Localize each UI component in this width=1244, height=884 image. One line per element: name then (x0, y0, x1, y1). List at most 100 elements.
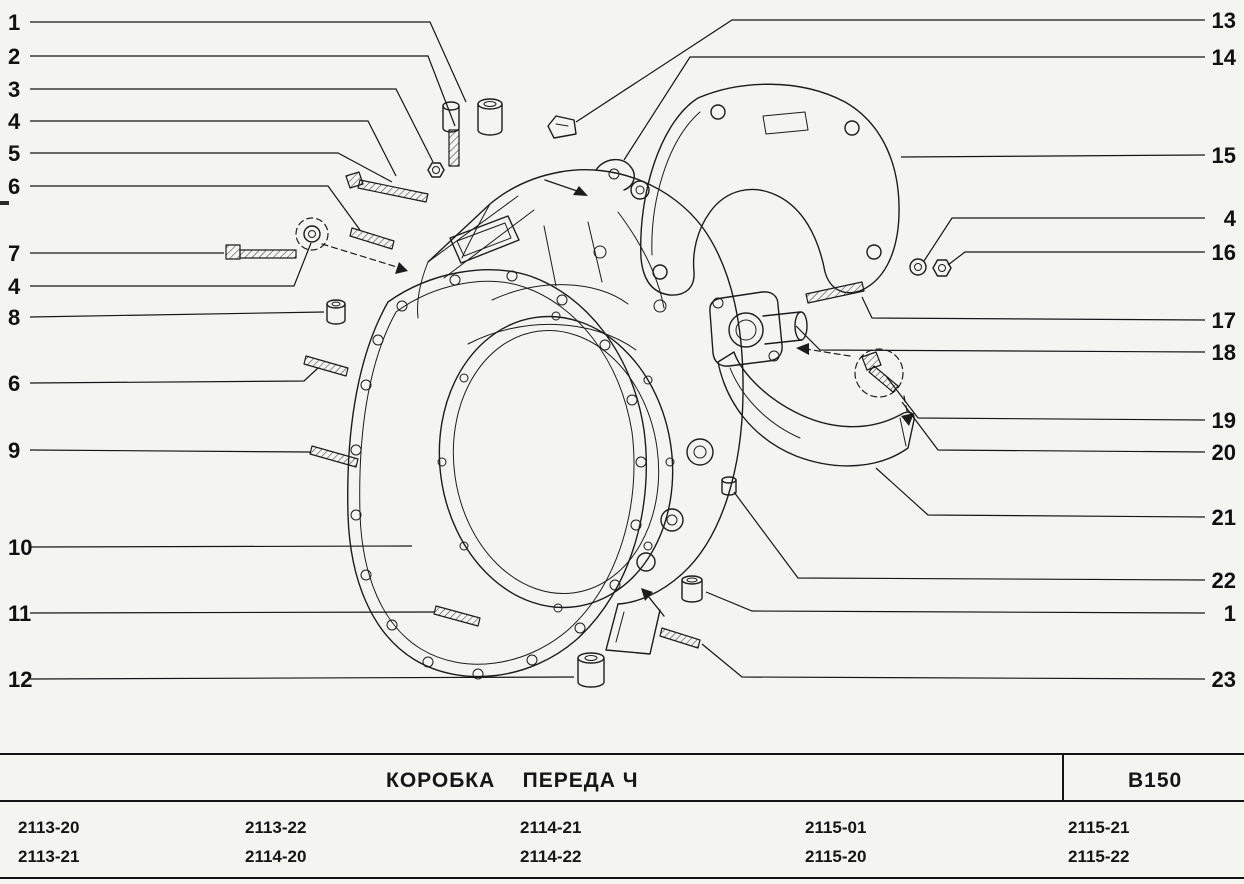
clamp-13 (547, 115, 577, 139)
plug-22 (721, 476, 737, 496)
washer-4-left (295, 217, 329, 251)
leader-line-13 (575, 19, 1205, 123)
leader-line-4 (923, 217, 1205, 262)
stud-17 (805, 281, 865, 304)
callout-number-20: 20 (1212, 440, 1236, 465)
model-code: 2113-20 (18, 818, 80, 837)
callout-number-6: 6 (8, 371, 20, 396)
clutch-housing (417, 159, 744, 655)
callout-number-12: 12 (8, 667, 32, 692)
callout-number-21: 21 (1212, 505, 1236, 530)
leader-line-21 (875, 467, 1206, 518)
callout-number-4: 4 (1224, 206, 1237, 231)
model-code: 2115-21 (1068, 818, 1130, 837)
leader-line-17 (861, 296, 1206, 321)
callout-number-5: 5 (8, 141, 20, 166)
callout-number-8: 8 (8, 305, 20, 330)
bushing-top (477, 98, 503, 136)
callout-number-6: 6 (8, 174, 20, 199)
model-code: 2113-22 (245, 818, 307, 837)
callout-number-2: 2 (8, 44, 20, 69)
leader-line-18 (795, 325, 1206, 353)
leader-line-4 (30, 242, 312, 287)
leader-line-1 (705, 591, 1206, 614)
callout-number-16: 16 (1212, 240, 1236, 265)
model-code: 2115-01 (805, 818, 867, 837)
model-code: 2114-22 (520, 847, 582, 866)
callout-number-18: 18 (1212, 340, 1236, 365)
leader-line-11 (29, 611, 435, 614)
nut-3 (427, 162, 445, 178)
housing-gasket (347, 269, 647, 680)
model-code: 2114-21 (520, 818, 582, 837)
model-code: 2115-20 (805, 847, 867, 866)
leader-line-8 (29, 311, 325, 318)
stud-6b (303, 355, 349, 377)
gasket-bolt-holes (350, 270, 647, 680)
fasteners-bottom-right (659, 476, 737, 649)
bolt-19 (854, 348, 904, 398)
assembly-arrows (321, 179, 914, 617)
bushing-1-lower (681, 575, 703, 603)
callout-number-19: 19 (1212, 408, 1236, 433)
leader-line-14 (623, 56, 1205, 161)
leader-line-4 (30, 120, 397, 177)
callout-number-1: 1 (8, 10, 20, 35)
callout-number-11: 11 (8, 601, 31, 626)
leader-line-6 (29, 367, 319, 384)
callout-number-9: 9 (8, 438, 20, 463)
leader-line-15 (900, 154, 1206, 158)
callout-number-1: 1 (1224, 601, 1236, 626)
scan-edge-mark (0, 201, 9, 205)
callout-number-15: 15 (1212, 143, 1236, 168)
callout-number-3: 3 (8, 77, 20, 102)
leader-line-23 (701, 643, 1206, 680)
callout-number-22: 22 (1212, 568, 1236, 593)
leader-line-5 (30, 152, 393, 183)
leader-line-12 (29, 676, 575, 680)
bushing-12 (577, 652, 605, 688)
callout-number-4: 4 (8, 109, 21, 134)
model-code: 2115-22 (1068, 847, 1130, 866)
footer-rule-middle (0, 800, 1244, 802)
model-code: 2114-20 (245, 847, 307, 866)
upper-cover-plate (640, 83, 900, 296)
bushing-8 (326, 299, 346, 325)
callout-number-10: 10 (8, 535, 32, 560)
stud-9 (309, 445, 359, 468)
leader-line-9 (29, 449, 311, 453)
leader-line-16 (947, 251, 1205, 266)
table-title: КОРОБКА ПЕРЕДА Ч (386, 769, 639, 792)
callout-number-17: 17 (1212, 308, 1236, 333)
stud-23 (659, 627, 701, 649)
leader-line-20 (901, 401, 1206, 453)
stud-2 (448, 129, 460, 167)
dashed-zone-20 (854, 348, 904, 398)
leader-line-6 (30, 185, 361, 231)
footer-rule-top (0, 753, 1244, 755)
callout-number-23: 23 (1212, 667, 1236, 692)
bearing-flange-assembly (709, 281, 865, 367)
leader-line-1 (30, 21, 467, 103)
callout-layer: 1234567486910111213141541617181920212212… (8, 8, 1237, 692)
callout-number-7: 7 (8, 241, 20, 266)
lower-cover-plate (717, 351, 915, 467)
model-code: 2113-21 (18, 847, 80, 866)
washer-nut-right (909, 258, 952, 277)
footer-rule-bottom (0, 877, 1244, 879)
leader-line-10 (29, 545, 413, 548)
leader-line-19 (885, 375, 1206, 421)
footer-divider (1062, 753, 1064, 802)
catalog-code: B150 (1128, 769, 1183, 792)
leader-line-2 (30, 55, 456, 127)
callout-number-14: 14 (1212, 45, 1237, 70)
stud-11 (433, 605, 481, 627)
bolt-7 (225, 244, 297, 260)
leader-line-22 (733, 491, 1206, 581)
stud-6a (349, 227, 395, 250)
callout-number-13: 13 (1212, 8, 1236, 33)
leader-line-3 (30, 88, 434, 163)
callout-number-4: 4 (8, 274, 21, 299)
